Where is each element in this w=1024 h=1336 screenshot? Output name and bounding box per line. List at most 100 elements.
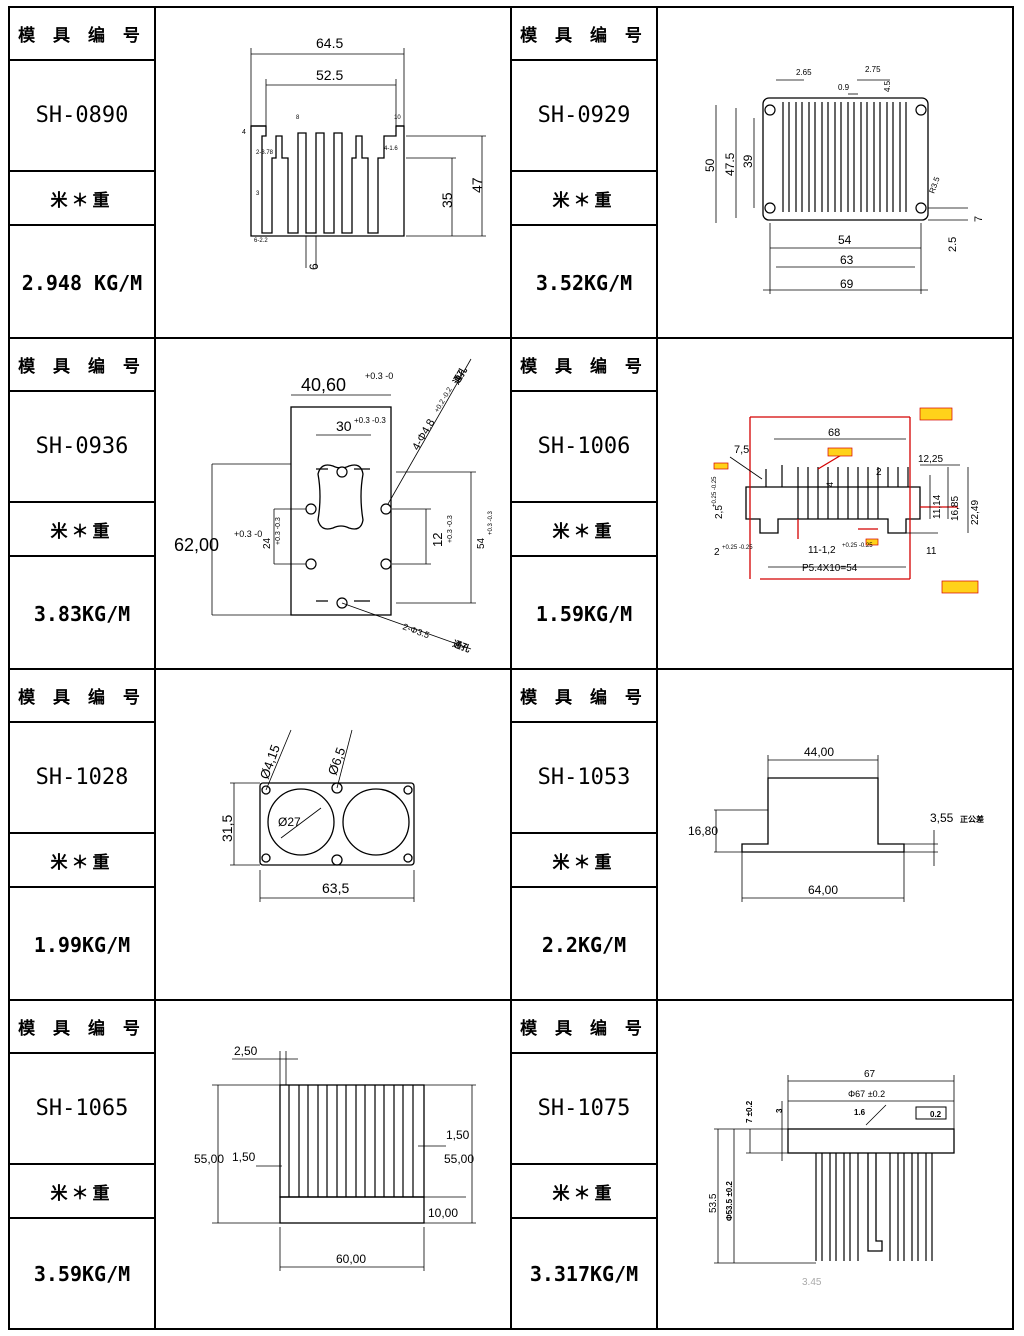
mold-code: SH-0936: [10, 392, 154, 503]
dimension-label: 16,80: [688, 824, 718, 838]
mold-number-header: 模 具 编 号: [10, 670, 154, 723]
dimension-label: 30: [336, 418, 352, 434]
dimension-label: 2: [714, 547, 720, 558]
dimension-label: 4: [242, 129, 246, 136]
dimension-label: +0.2 -0.2: [434, 386, 454, 414]
dimension-label: 4-1.6: [384, 146, 398, 152]
dimension-label: 68: [828, 427, 840, 439]
weight-value: 2.2KG/M: [541, 932, 627, 957]
mold-number-header: 模 具 编 号: [512, 339, 656, 392]
dimension-label: 0.9: [838, 83, 850, 92]
dimension-label: 50: [703, 158, 717, 172]
profile-drawing-cell: 2,50 55,00 1,50 1,50 55,00 10,00 60,00: [156, 1001, 512, 1328]
dimension-label: 3,55: [930, 811, 954, 825]
profile-drawing-cell: 64.5 52.5 47 35 6 4 2-3.78 3 6-2.2 4-1.6…: [156, 8, 512, 337]
weight-value: 3.83KG/M: [33, 601, 131, 626]
dimension-label: +0.25 -0.25: [722, 545, 753, 551]
mold-code: SH-0890: [10, 61, 154, 172]
dimension-label: 0.2: [930, 1110, 942, 1119]
mounting-plate-drawing: 40,60 +0.3 -0 30 +0.3 -0.3 62,00 +0.3 -0…: [174, 358, 494, 654]
profile-drawing-cell: 44,00 16,80 3,55 正公差 64,00: [658, 670, 1012, 999]
dimension-label: Φ67 ±0.2: [848, 1089, 885, 1099]
dimension-label: 47.5: [723, 152, 737, 176]
label-column: 模 具 编 号 SH-0890 米＊重 2.948 KG/M: [10, 8, 156, 337]
weight-per-meter-label: 米＊重: [512, 834, 656, 888]
dimension-label: +0.3 -0: [234, 529, 262, 539]
heatsink-profile-drawing: 2.65 2.75 0.9 4.5 50 47.5 39 R3.5 7 2.5 …: [703, 65, 985, 294]
dimension-label: +0.25 -0.25: [842, 543, 873, 549]
label-column: 模 具 编 号 SH-1065 米＊重 3.59KG/M: [10, 1001, 156, 1328]
mold-code: SH-1006: [512, 392, 656, 503]
mold-number-header: 模 具 编 号: [10, 8, 154, 61]
dimension-label: 3.45: [802, 1277, 822, 1288]
dimension-label: 53.5: [708, 1193, 719, 1213]
dimension-label: 1.6: [854, 1108, 866, 1117]
dimension-label: 2.65: [796, 68, 812, 77]
dimension-label: 2-3.78: [256, 150, 274, 156]
dimension-label: 22,49: [970, 500, 981, 525]
dimension-label: +0.3 -0.3: [488, 510, 494, 535]
dimension-label: 64.5: [316, 35, 343, 51]
hat-profile-drawing: 44,00 16,80 3,55 正公差 64,00: [688, 745, 984, 902]
dimension-label: 7 ±0.2: [745, 1100, 754, 1123]
mold-number-header: 模 具 编 号: [512, 8, 656, 61]
dimension-label: Φ53.5 ±0.2: [725, 1181, 734, 1221]
weight-per-meter-label: 米＊重: [10, 172, 154, 226]
label-column: 模 具 编 号 SH-1053 米＊重 2.2KG/M: [512, 670, 658, 999]
dimension-label: 54: [838, 233, 852, 247]
dimension-label: 6-2.2: [254, 238, 268, 244]
dimension-label: 4: [825, 482, 835, 487]
dimension-label: 6: [307, 263, 321, 270]
mold-code: SH-1028: [10, 723, 154, 834]
dimension-label: 2,50: [234, 1044, 258, 1058]
dimension-label: 62,00: [174, 535, 219, 555]
heatsink-profile-drawing: 2,50 55,00 1,50 1,50 55,00 10,00 60,00: [194, 1044, 476, 1271]
dimension-label: 67: [864, 1069, 876, 1080]
dimension-label: 12: [430, 533, 445, 547]
dimension-label: +0.3 -0.3: [354, 416, 386, 425]
dimension-label: 35: [439, 192, 455, 208]
dimension-label: 12,25: [918, 454, 943, 465]
dimension-label: 4.5: [883, 80, 892, 92]
dimension-label: 2-Φ3.5: [401, 621, 430, 640]
dimension-label: +0.3 -0: [365, 371, 393, 381]
label-column: 模 具 编 号 SH-0929 米＊重 3.52KG/M: [512, 8, 658, 337]
label-column: 模 具 编 号 SH-1006 米＊重 1.59KG/M: [512, 339, 658, 668]
dimension-note: 正公差: [960, 814, 984, 824]
dimension-label: 1,50: [232, 1150, 256, 1164]
dimension-label: 11: [926, 546, 937, 557]
weight-per-meter-label: 米＊重: [512, 172, 656, 226]
weight-per-meter-label: 米＊重: [512, 1165, 656, 1219]
mold-number-header: 模 具 编 号: [512, 1001, 656, 1054]
table-row-2: 模 具 编 号 SH-0936 米＊重 3.83KG/M: [10, 339, 1012, 670]
mold-number-header: 模 具 编 号: [512, 670, 656, 723]
weight-value: 3.317KG/M: [529, 1261, 639, 1286]
dimension-label: 64,00: [808, 883, 838, 897]
dimension-label: 4-Φ4.8: [410, 417, 437, 452]
profile-drawing-cell: 2.65 2.75 0.9 4.5 50 47.5 39 R3.5 7 2.5 …: [658, 8, 1012, 337]
dimension-label: 2: [876, 467, 882, 478]
weight-value: 1.99KG/M: [33, 932, 131, 957]
dimension-label: Ø27: [278, 815, 301, 829]
profile-drawing-cell: 68 7,5 12,25 2 4 2,5 +0.25 -0.25 11,14 1…: [658, 339, 1012, 668]
dimension-label: 63: [840, 253, 854, 267]
dimension-label: Ø6,5: [325, 745, 349, 777]
dimension-label: 3: [775, 1108, 784, 1113]
dimension-label: 7: [973, 216, 985, 222]
dimension-label: 3: [256, 191, 260, 197]
weight-value: 3.52KG/M: [535, 270, 633, 295]
dimension-label: Ø4,15: [257, 743, 283, 781]
profile-drawing-cell: 67 Φ67 ±0.2 1.6 0.2 7 ±0.2 3 53.5 Φ53.5 …: [658, 1001, 1012, 1328]
dimension-label: 10: [394, 115, 401, 121]
dimension-label: 11-1,2: [808, 545, 836, 556]
weight-value: 1.59KG/M: [535, 601, 633, 626]
dimension-label: 2,5: [714, 505, 725, 519]
dimension-label: +0.25 -0.25: [712, 476, 718, 507]
dimension-label: +0.3 -0.3: [447, 515, 454, 543]
weight-value: 3.59KG/M: [33, 1261, 131, 1286]
mold-code: SH-1075: [512, 1054, 656, 1165]
table-row-4: 模 具 编 号 SH-1065 米＊重 3.59KG/M: [10, 1001, 1012, 1328]
dimension-label: 40,60: [301, 375, 346, 395]
weight-per-meter-label: 米＊重: [10, 503, 154, 557]
weight-per-meter-label: 米＊重: [10, 834, 154, 888]
